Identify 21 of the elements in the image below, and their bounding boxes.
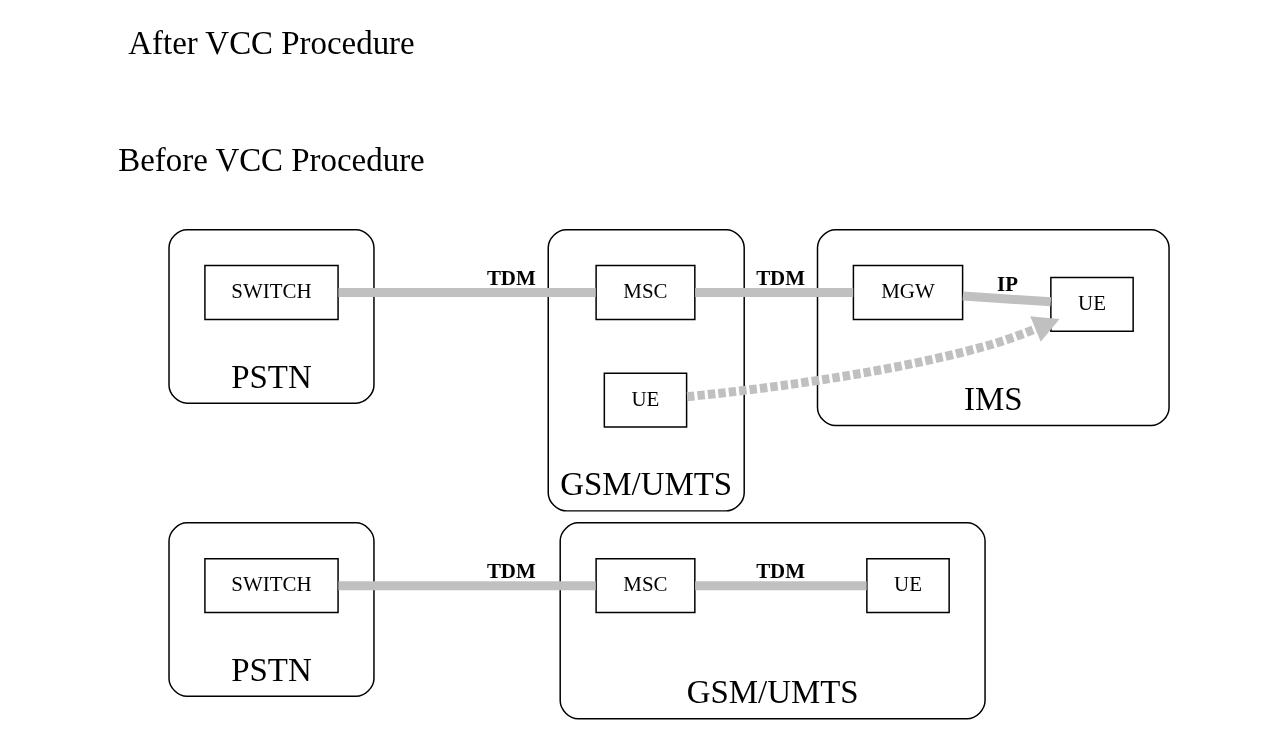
node-box: SWITCH bbox=[203, 558, 339, 614]
edge-label: TDM bbox=[755, 266, 805, 291]
node-box: MSC bbox=[594, 558, 696, 614]
arrow bbox=[686, 316, 1060, 402]
edge-label: TDM bbox=[755, 559, 805, 584]
connector bbox=[337, 581, 596, 591]
edge-label: TDM bbox=[486, 266, 536, 291]
node-box: MGW bbox=[852, 264, 963, 321]
node-box: MSC bbox=[594, 264, 696, 321]
node-box: UE bbox=[865, 558, 950, 614]
connector bbox=[694, 288, 853, 297]
node-box: UE bbox=[603, 372, 687, 428]
connector bbox=[337, 288, 596, 297]
connector bbox=[694, 581, 867, 591]
node-box: SWITCH bbox=[203, 264, 339, 321]
edge-label: TDM bbox=[486, 559, 536, 584]
label: After VCC Procedure bbox=[127, 25, 415, 62]
edge-label: IP bbox=[996, 272, 1018, 297]
node-box: UE bbox=[1049, 276, 1134, 333]
label: Before VCC Procedure bbox=[117, 141, 425, 178]
connector bbox=[962, 291, 1051, 307]
